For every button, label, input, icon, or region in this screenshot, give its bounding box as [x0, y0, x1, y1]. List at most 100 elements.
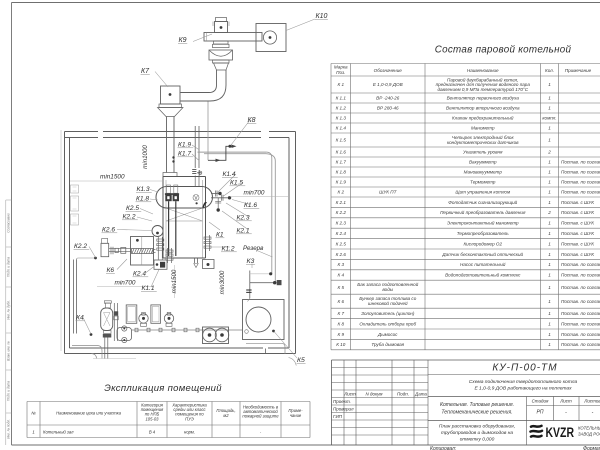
- svg-text:К1.2: К1.2: [222, 246, 235, 253]
- svg-text:Копировал:: Копировал:: [430, 446, 457, 450]
- svg-text:1: 1: [548, 299, 551, 304]
- svg-text:Постав. с ШУК: Постав. с ШУК: [561, 221, 594, 226]
- svg-text:Постав. по соглас: Постав. по соглас: [561, 190, 600, 195]
- svg-text:Взам. инв. №: Взам. инв. №: [6, 341, 10, 361]
- svg-text:К6: К6: [107, 267, 115, 274]
- svg-text:ВР 280-46: ВР 280-46: [377, 106, 399, 111]
- svg-text:1: 1: [548, 138, 551, 143]
- svg-text:К1.6: К1.6: [244, 202, 257, 209]
- svg-text:Бак запаса подготовленной: Бак запаса подготовленной: [357, 281, 419, 287]
- svg-text:Термопреобразователь: Термопреобразователь: [457, 231, 510, 236]
- svg-text:К1.9: К1.9: [178, 142, 191, 149]
- svg-text:1: 1: [548, 321, 551, 326]
- svg-text:отметку 0,000: отметку 0,000: [460, 437, 495, 443]
- svg-text:К 1.1: К 1.1: [336, 96, 347, 101]
- svg-text:трубопроводов и дымоходов на: трубопроводов и дымоходов на: [441, 430, 513, 436]
- svg-text:К 2.6: К 2.6: [336, 252, 347, 257]
- svg-text:1: 1: [32, 430, 34, 435]
- svg-text:Проверил: Проверил: [333, 407, 354, 412]
- svg-text:min700: min700: [115, 280, 136, 287]
- svg-text:К2.6: К2.6: [102, 227, 115, 234]
- svg-text:К 1.5: К 1.5: [336, 138, 347, 143]
- svg-text:1: 1: [548, 180, 551, 185]
- svg-text:1: 1: [548, 252, 551, 257]
- svg-text:К 2.5: К 2.5: [336, 241, 347, 246]
- svg-text:1: 1: [548, 311, 551, 316]
- svg-text:Кол.: Кол.: [545, 68, 554, 73]
- svg-text:Постав. по соглас: Постав. по соглас: [561, 170, 600, 175]
- svg-text:Инв. № дубл.: Инв. № дубл.: [6, 300, 10, 320]
- svg-text:К 8: К 8: [337, 321, 344, 326]
- svg-text:ПУЭ: ПУЭ: [185, 416, 194, 421]
- svg-text:Постав. по соглас: Постав. по соглас: [561, 180, 600, 185]
- svg-text:Лист: Лист: [559, 399, 572, 404]
- svg-text:К1.8: К1.8: [136, 196, 149, 203]
- svg-text:Котельная. Типовые решения.: Котельная. Типовые решения.: [440, 402, 514, 408]
- svg-text:Постав. с ШУК: Постав. с ШУК: [561, 210, 594, 215]
- svg-text:К 6: К 6: [337, 299, 344, 304]
- svg-text:Экспликация помещений: Экспликация помещений: [104, 383, 222, 394]
- svg-text:Лист: Лист: [343, 392, 356, 397]
- svg-text:давлением 0,9 МПа температурой: давлением 0,9 МПа температурой 170°С: [437, 86, 528, 92]
- svg-text:компл.: компл.: [542, 116, 556, 121]
- svg-text:предназначен для получения вод: предназначен для получения водяного пара: [436, 82, 531, 87]
- svg-text:Проект.: Проект.: [333, 399, 351, 404]
- svg-text:Категория: Категория: [141, 403, 164, 408]
- svg-text:К1.1: К1.1: [142, 285, 155, 292]
- svg-text:Приме-: Приме-: [288, 408, 303, 413]
- svg-text:min1000: min1000: [142, 145, 149, 169]
- svg-text:Обозначение: Обозначение: [374, 68, 403, 73]
- svg-text:Согласовано: Согласовано: [6, 213, 10, 233]
- svg-text:Клапан предохранительный: Клапан предохранительный: [452, 115, 514, 121]
- svg-text:Постав. с ШУК: Постав. с ШУК: [561, 231, 594, 236]
- svg-text:KVZR: KVZR: [546, 425, 575, 440]
- svg-text:1: 1: [548, 106, 551, 111]
- svg-text:1: 1: [548, 241, 551, 246]
- svg-text:1: 1: [548, 170, 551, 175]
- svg-text:К10: К10: [316, 13, 328, 20]
- svg-text:К2.2: К2.2: [123, 214, 136, 221]
- svg-text:№: №: [31, 411, 36, 416]
- svg-text:Вентилятор вторичного воздуха: Вентилятор вторичного воздуха: [446, 106, 520, 111]
- svg-text:К 1.3: К 1.3: [336, 116, 347, 121]
- svg-text:Листов: Листов: [583, 399, 600, 404]
- svg-text:Постав. по соглас: Постав. по соглас: [561, 299, 600, 304]
- svg-text:Насос питательный: Насос питательный: [460, 261, 506, 267]
- svg-text:К4: К4: [76, 315, 84, 322]
- svg-text:2: 2: [547, 150, 551, 155]
- svg-text:В 4: В 4: [149, 430, 156, 435]
- svg-text:К2.4: К2.4: [133, 271, 146, 278]
- svg-text:чание: чание: [290, 413, 302, 418]
- svg-text:К 1.9: К 1.9: [336, 180, 347, 185]
- svg-text:Охладитель отбора проб: Охладитель отбора проб: [359, 321, 416, 326]
- svg-text:1: 1: [548, 285, 551, 290]
- svg-text:Фотодатчик сигнализирующий: Фотодатчик сигнализирующий: [448, 199, 517, 205]
- svg-text:К2.5: К2.5: [126, 205, 139, 212]
- svg-text:Наименование: Наименование: [467, 68, 499, 73]
- svg-text:К7: К7: [141, 68, 150, 75]
- svg-text:К5: К5: [297, 357, 305, 364]
- svg-text:Стадия: Стадия: [532, 399, 549, 404]
- svg-text:Дата: Дата: [414, 392, 427, 397]
- svg-text:Подп. и дата: Подп. и дата: [6, 257, 10, 277]
- svg-text:Постав. по соглас: Постав. по соглас: [561, 332, 600, 337]
- svg-text:Манометр: Манометр: [471, 126, 495, 131]
- svg-text:1: 1: [548, 96, 551, 101]
- svg-text:К 2: К 2: [337, 190, 344, 195]
- svg-text:Инв. № подл.: Инв. № подл.: [6, 419, 10, 439]
- svg-text:Датчик бесконтактный оптически: Датчик бесконтактный оптический: [441, 251, 523, 257]
- svg-text:автоматической: автоматической: [243, 409, 278, 414]
- svg-text:105-03: 105-03: [145, 416, 159, 421]
- svg-text:Необходимость в: Необходимость в: [243, 405, 279, 410]
- svg-text:Постав. по соглас: Постав. по соглас: [561, 273, 600, 278]
- svg-text:Вакуумметр: Вакуумметр: [469, 160, 497, 165]
- svg-text:КОТЕЛЬНЫЙ: КОТЕЛЬНЫЙ: [578, 426, 600, 431]
- svg-text:Водоподготовительный комплекс: Водоподготовительный комплекс: [445, 272, 521, 278]
- svg-text:К2.1: К2.1: [237, 228, 250, 235]
- svg-text:Постав. по соглас: Постав. по соглас: [561, 285, 600, 290]
- svg-text:Постав. по соглас: Постав. по соглас: [561, 342, 600, 347]
- svg-text:РП: РП: [537, 410, 544, 416]
- svg-text:К 4: К 4: [337, 273, 344, 278]
- svg-text:1: 1: [548, 126, 551, 131]
- svg-text:1: 1: [548, 342, 551, 347]
